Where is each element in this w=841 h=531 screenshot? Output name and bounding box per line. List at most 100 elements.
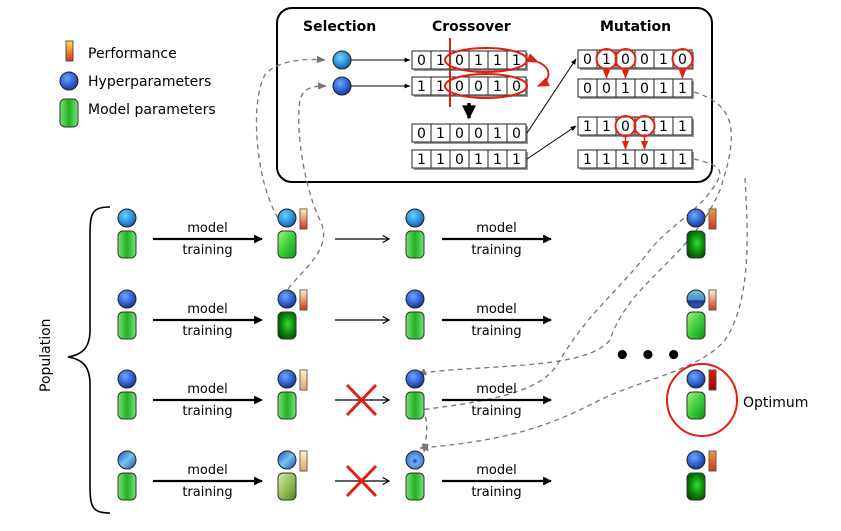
hyperparameter-sphere-icon	[405, 369, 425, 389]
model-parameter-block-icon	[59, 98, 79, 128]
bit-value: 1	[436, 152, 445, 168]
bit-cell	[672, 116, 693, 136]
bit-value: 0	[474, 79, 483, 95]
arrow-label-training: training	[182, 404, 232, 419]
model-parameter-block-icon	[117, 391, 137, 420]
mutation-marks	[595, 48, 694, 150]
dashed-path	[282, 82, 327, 297]
model-parameter-block-icon	[117, 230, 137, 259]
hyperparameter-sphere-icon	[277, 289, 297, 309]
model-parameter-block-icon	[405, 311, 425, 340]
bit-value: 1	[678, 119, 687, 135]
population-member	[405, 450, 425, 501]
performance-bar	[299, 450, 308, 472]
performance-bar-fill	[299, 208, 308, 230]
population-member	[117, 289, 137, 340]
model-parameter-block-icon	[686, 230, 706, 259]
swap-arrow	[526, 53, 550, 87]
bit-cell	[672, 149, 693, 169]
bit-cell	[506, 123, 527, 143]
selected-hyperparameter-1	[332, 50, 352, 70]
population-brace	[67, 206, 111, 514]
legend-label: Hyperparameters	[88, 74, 211, 90]
hyperparameter-sphere-icon	[117, 208, 137, 228]
population-member	[686, 369, 717, 420]
hyperparameter-sphere-icon	[117, 369, 137, 389]
arrow-label-training: training	[471, 485, 521, 500]
performance-bar-fill	[299, 369, 308, 391]
performance-bar	[708, 208, 717, 230]
selected-hyperparameter-2	[332, 76, 352, 96]
model-parameter-block-icon	[686, 391, 706, 420]
hyperparameter-sphere-icon	[686, 450, 706, 470]
population-member	[405, 369, 425, 420]
bit-value: 0	[583, 81, 592, 97]
bit-value: 1	[602, 119, 611, 135]
performance-bar-fill	[299, 289, 308, 311]
final-member	[686, 450, 717, 501]
performance-bar	[708, 450, 717, 472]
bit-cell	[672, 78, 693, 98]
bit-value: 1	[493, 152, 502, 168]
bit-value: 1	[659, 152, 668, 168]
population-member	[117, 208, 137, 259]
ellipsis: • • •	[614, 341, 682, 371]
arrow-label-model: model	[187, 463, 227, 478]
performance-bar-fill	[708, 289, 717, 311]
hyperparameter-sphere-icon	[686, 208, 706, 228]
hyperparameter-sphere-icon	[405, 450, 425, 470]
performance-bar	[299, 208, 308, 230]
bit-value: 0	[583, 52, 592, 68]
bit-value: 1	[678, 81, 687, 97]
bit-value: 0	[621, 52, 630, 68]
arrow-label-training: training	[182, 324, 232, 339]
population-rows: modeltrainingmodeltrainingmodeltrainingm…	[117, 208, 717, 501]
bit-value: 1	[493, 126, 502, 142]
optimum-circle	[666, 363, 738, 437]
bit-value: 1	[659, 119, 668, 135]
legend-item-hyperparameters: Hyperparameters	[59, 71, 211, 91]
bit-value: 0	[512, 126, 521, 142]
bit-value: 1	[417, 152, 426, 168]
cross-stroke	[345, 383, 378, 417]
model-parameter-block-icon	[277, 230, 297, 259]
dashed-path	[418, 158, 721, 453]
population-member	[405, 208, 425, 259]
selection-title: Selection	[303, 19, 376, 35]
crossover-title: Crossover	[432, 19, 511, 35]
legend-label: Performance	[88, 46, 177, 62]
model-parameter-block-icon	[405, 472, 425, 501]
bit-value: 1	[659, 52, 668, 68]
bit-value: 1	[602, 152, 611, 168]
performance-bar	[708, 289, 717, 311]
bit-value: 1	[436, 126, 445, 142]
bit-value: 1	[640, 119, 649, 135]
mutation-title: Mutation	[600, 19, 671, 35]
bit-value: 0	[474, 126, 483, 142]
hyperparameter-sphere-icon	[405, 208, 425, 228]
model-parameter-block-icon	[686, 472, 706, 501]
hyperparameter-sphere-icon	[277, 208, 297, 228]
arrow-label-model: model	[476, 302, 516, 317]
arrow-label-training: training	[471, 404, 521, 419]
legend-label: Model parameters	[88, 102, 216, 118]
hyperparameter-sphere-icon	[405, 289, 425, 309]
model-parameter-block-icon	[405, 230, 425, 259]
bit-value: 0	[417, 126, 426, 142]
dashed-path	[419, 177, 748, 451]
performance-bar-icon	[65, 40, 74, 62]
hyperparameter-sphere-icon	[277, 450, 297, 470]
bit-value: 1	[512, 152, 521, 168]
bit-value: 0	[640, 52, 649, 68]
